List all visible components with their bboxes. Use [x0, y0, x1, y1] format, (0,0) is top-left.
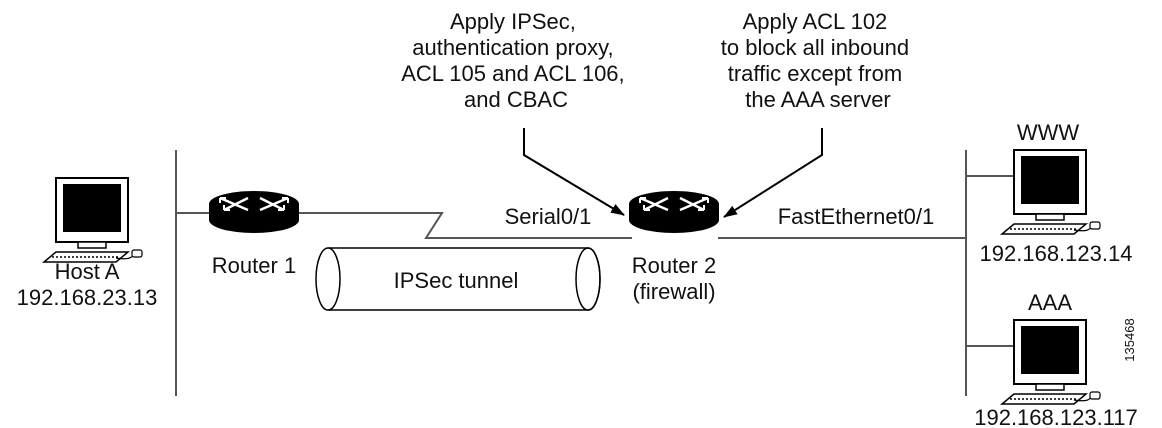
aaa-ip: 192.168.123.117 [974, 405, 1138, 428]
router1-label: Router 1 [212, 253, 296, 278]
ipsec-tunnel [315, 247, 601, 311]
arrow-to-router2-serial [523, 128, 625, 216]
serial-link [298, 212, 632, 239]
annotation-ipsec: Apply IPSec, authentication proxy, ACL 1… [401, 9, 631, 112]
aaa-server-computer-icon [1001, 319, 1101, 405]
router1-icon [207, 189, 301, 235]
annotation-acl102-line-4: the AAA server [745, 87, 891, 112]
router2-role: (firewall) [632, 279, 715, 304]
www-ip: 192.168.123.14 [980, 241, 1133, 266]
router2-firewall-icon [627, 189, 721, 235]
annotation-ipsec-line-4: and CBAC [464, 87, 568, 112]
annotation-acl102-line-1: Apply ACL 102 [743, 9, 888, 34]
host-a-ip: 192.168.23.13 [17, 285, 158, 310]
annotation-ipsec-line-1: Apply IPSec, [450, 9, 576, 34]
annotation-ipsec-line-2: authentication proxy, [412, 35, 613, 60]
figure-id: 135468 [1122, 318, 1137, 361]
serial-interface-label: Serial0/1 [505, 204, 592, 229]
router2-label: Router 2 [632, 253, 716, 278]
annotation-ipsec-line-3: ACL 105 and ACL 106, [401, 61, 624, 86]
host-a-computer-icon [43, 177, 143, 263]
www-label: WWW [1017, 120, 1080, 145]
fastethernet-interface-label: FastEthernet0/1 [778, 204, 935, 229]
www-server-computer-icon [1001, 149, 1101, 235]
annotation-acl102-line-2: to block all inbound [721, 35, 909, 60]
arrow-to-router2-fastethernet [723, 128, 823, 218]
aaa-label: AAA [1028, 290, 1072, 315]
annotation-acl102-line-3: traffic except from [728, 61, 902, 86]
annotation-acl102: Apply ACL 102 to block all inbound traff… [721, 9, 915, 112]
tunnel-label: IPSec tunnel [394, 268, 519, 293]
host-a-name: Host A [55, 259, 120, 284]
